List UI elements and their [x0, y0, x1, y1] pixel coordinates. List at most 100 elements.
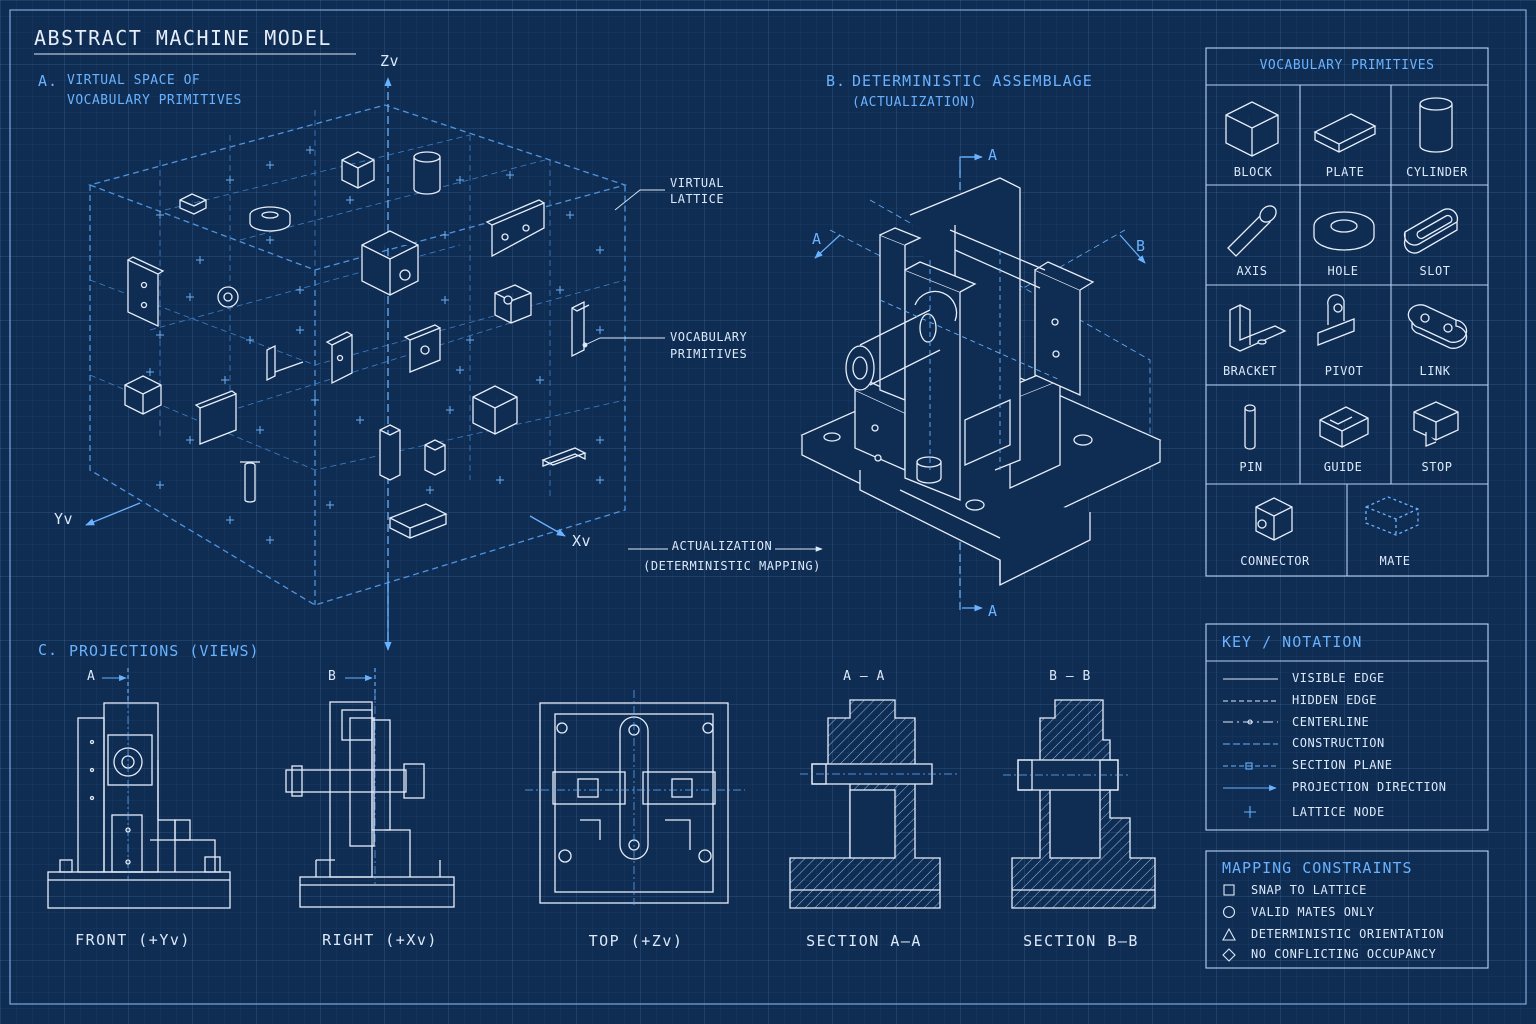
guide-icon	[1319, 406, 1369, 448]
pivot-icon	[1317, 294, 1355, 346]
key-panel-title: KEY / NOTATION	[1222, 633, 1363, 651]
slot-icon	[1403, 208, 1459, 254]
vocabulary-icons	[1225, 97, 1468, 541]
axis-x-label: Xv	[572, 532, 592, 550]
vocab-mate-label: MATE	[1379, 554, 1411, 568]
lattice-node	[356, 416, 364, 424]
connector-icon	[1255, 497, 1293, 541]
constraint-symbols	[1222, 884, 1236, 962]
section-b-b-caption: SECTION B–B	[1023, 932, 1139, 950]
vocab-slot-label: SLOT	[1419, 264, 1451, 278]
lattice-node	[596, 436, 604, 444]
section-marker-b-right: B	[1136, 237, 1146, 255]
section-b-label: B.	[826, 72, 847, 90]
section-a-a-marker: A – A	[843, 669, 885, 684]
callout-leaders	[582, 189, 665, 348]
section-a-a-caption: SECTION A–A	[806, 932, 922, 950]
mate-icon	[1365, 496, 1419, 536]
lattice-node	[256, 426, 264, 434]
vocabulary-panel-frame	[1205, 47, 1489, 577]
constraint-snap: SNAP TO LATTICE	[1251, 883, 1367, 897]
lattice-node	[196, 256, 204, 264]
lattice-node	[326, 501, 334, 509]
top-view-caption: TOP (+Zv)	[588, 932, 684, 950]
lattice-node	[296, 286, 304, 294]
lattice-node	[536, 376, 544, 384]
front-view-marker: A	[87, 669, 96, 684]
section-c-title: PROJECTIONS (VIEWS)	[69, 642, 260, 660]
vocab-guide-label: GUIDE	[1323, 460, 1363, 474]
constraint-orientation: DETERMINISTIC ORIENTATION	[1251, 927, 1445, 941]
section-b-subtitle: (ACTUALIZATION)	[852, 95, 977, 110]
key-symbols	[1223, 678, 1278, 818]
lattice-node	[156, 331, 164, 339]
section-a-title-line2: VOCABULARY PRIMITIVES	[67, 93, 242, 108]
cylinder-icon	[1419, 97, 1453, 153]
lattice-node-swatch	[1244, 806, 1256, 818]
front-view-caption: FRONT (+Yv)	[75, 931, 191, 949]
section-plane-swatch	[1223, 762, 1278, 770]
lattice-node	[311, 396, 319, 404]
actualization-sublabel: (DETERMINISTIC MAPPING)	[643, 559, 821, 573]
lattice-node	[266, 236, 274, 244]
vocab-plate-label: PLATE	[1325, 165, 1365, 179]
lattice-node	[556, 286, 564, 294]
vocab-block-label: BLOCK	[1233, 165, 1273, 179]
key-lattice-node: LATTICE NODE	[1292, 805, 1385, 819]
lattice-node	[221, 376, 229, 384]
hole-icon	[1313, 211, 1375, 251]
lattice-node	[156, 211, 164, 219]
vocab-stop-label: STOP	[1421, 460, 1453, 474]
pin-icon	[1244, 404, 1256, 450]
bracket-icon	[1229, 303, 1287, 352]
lattice-node	[446, 406, 454, 414]
lattice-node	[496, 476, 504, 484]
section-a-a-view	[789, 699, 960, 909]
key-visible-edge: VISIBLE EDGE	[1292, 671, 1385, 685]
lattice-node	[186, 436, 194, 444]
callout-primitives-line1: VOCABULARY	[670, 330, 748, 344]
right-view-caption: RIGHT (+Xv)	[322, 931, 438, 949]
lattice-node	[596, 476, 604, 484]
vocab-pin-label: PIN	[1239, 460, 1263, 474]
stop-icon	[1413, 401, 1459, 447]
lattice-node	[156, 481, 164, 489]
key-projection-direction: PROJECTION DIRECTION	[1292, 780, 1447, 794]
vocab-bracket-label: BRACKET	[1222, 364, 1278, 378]
lattice-node	[506, 171, 514, 179]
actualization-label: ACTUALIZATION	[671, 539, 773, 553]
axis-lines	[85, 77, 566, 651]
section-b-b-view	[1003, 699, 1156, 909]
lattice-node	[456, 366, 464, 374]
lattice-node	[466, 336, 474, 344]
section-marker-a-bottom: A	[988, 602, 998, 620]
circle-icon	[1222, 905, 1236, 919]
key-section-plane: SECTION PLANE	[1292, 758, 1393, 772]
section-c-label: C.	[38, 641, 59, 659]
projection-views	[47, 668, 1156, 909]
section-marker-a-top: A	[988, 146, 998, 164]
plate-icon	[1313, 113, 1377, 153]
section-b-title: DETERMINISTIC ASSEMBLAGE	[852, 72, 1093, 90]
vocab-pivot-label: PIVOT	[1324, 364, 1364, 378]
lattice-node	[246, 336, 254, 344]
lattice-node	[306, 146, 314, 154]
right-view	[285, 690, 455, 908]
lattice-node	[346, 196, 354, 204]
lattice-node	[226, 176, 234, 184]
axis-y-label: Yv	[54, 510, 74, 528]
axis-z-label: Zv	[380, 52, 400, 70]
floating-primitives	[124, 151, 590, 539]
lattice-node	[186, 293, 194, 301]
vocabulary-panel-title: VOCABULARY PRIMITIVES	[1259, 58, 1435, 73]
lattice-node	[266, 161, 274, 169]
vocab-axis-label: AXIS	[1236, 264, 1268, 278]
constraints-panel-title: MAPPING CONSTRAINTS	[1222, 859, 1413, 877]
lattice-node	[146, 368, 154, 376]
block-icon	[1225, 101, 1279, 157]
triangle-icon	[1222, 927, 1236, 941]
callout-lattice-line2: LATTICE	[670, 192, 725, 206]
lattice-nodes	[146, 146, 604, 544]
lattice-node	[426, 486, 434, 494]
